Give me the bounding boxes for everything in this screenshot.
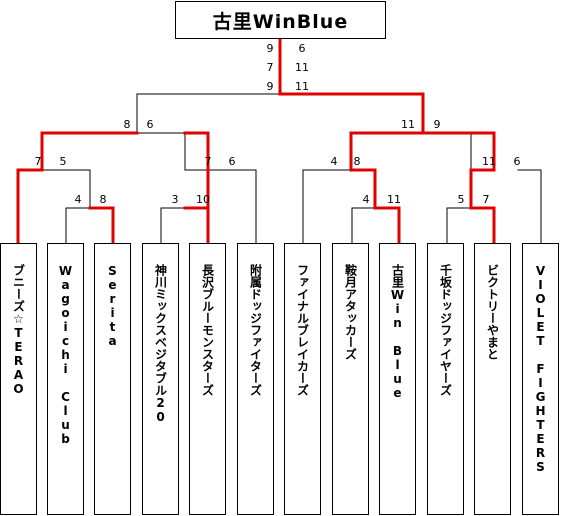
r1a-score-a: 4 bbox=[74, 193, 82, 206]
team-box-2: Wagoichi Club bbox=[47, 243, 84, 515]
team-name-8: 鞍月アタッカーズ bbox=[343, 264, 358, 360]
sf-left-score-a: 8 bbox=[123, 118, 131, 131]
r1c-score-b: 11 bbox=[387, 193, 401, 206]
team-name-10: 千坂ドッジファイヤーズ bbox=[438, 264, 453, 396]
final-score-right-2: 11 bbox=[295, 61, 309, 74]
team-box-4: 神川ミックスベジタブル20 bbox=[142, 243, 179, 515]
team-box-11: ビクトリーやまと bbox=[474, 243, 511, 515]
qf2-score-a: 7 bbox=[204, 155, 212, 168]
team-name-7: ファイナルブレイカーズ bbox=[295, 264, 310, 396]
team-name-5: 長沢ブルーモンスターズ bbox=[200, 264, 215, 396]
team-name-2: Wagoichi Club bbox=[58, 264, 73, 446]
team-box-6: 附属ドッジファイターズ bbox=[237, 243, 274, 515]
r1b-score-b: 10 bbox=[196, 193, 210, 206]
team-name-3: Serita bbox=[105, 264, 120, 348]
team-name-4: 神川ミックスベジタブル20 bbox=[153, 264, 168, 424]
team-name-1: ブニーズ☆TERAO bbox=[11, 264, 26, 396]
qf1-score-a: 7 bbox=[34, 155, 42, 168]
sf-right-score-b: 9 bbox=[433, 118, 441, 131]
team-box-12: VIOLET FIGHTERS bbox=[522, 243, 559, 515]
qf3-score-a: 4 bbox=[330, 155, 338, 168]
team-box-10: 千坂ドッジファイヤーズ bbox=[427, 243, 464, 515]
final-score-left-2: 7 bbox=[266, 61, 274, 74]
champion-name: 古里WinBlue bbox=[212, 10, 349, 33]
sf-left-score-b: 6 bbox=[146, 118, 154, 131]
r1a-score-b: 8 bbox=[99, 193, 107, 206]
r1b-score-a: 3 bbox=[171, 193, 179, 206]
team-name-11: ビクトリーやまと bbox=[485, 264, 500, 360]
final-score-left-3: 9 bbox=[266, 80, 274, 93]
team-name-12: VIOLET FIGHTERS bbox=[533, 264, 548, 474]
qf4-score-a: 11 bbox=[482, 155, 496, 168]
r1d-score-a: 5 bbox=[457, 193, 465, 206]
champion-box: 古里WinBlue bbox=[175, 1, 386, 39]
team-box-1: ブニーズ☆TERAO bbox=[0, 243, 37, 515]
sf-right-score-a: 11 bbox=[401, 118, 415, 131]
team-box-3: Serita bbox=[94, 243, 131, 515]
team-name-9: 古里Win Blue bbox=[390, 264, 405, 400]
team-box-5: 長沢ブルーモンスターズ bbox=[189, 243, 226, 515]
team-box-9: 古里Win Blue bbox=[379, 243, 416, 515]
qf4-score-b: 6 bbox=[513, 155, 521, 168]
final-score-right-1: 6 bbox=[298, 42, 306, 55]
team-name-6: 附属ドッジファイターズ bbox=[248, 264, 263, 396]
qf1-score-b: 5 bbox=[59, 155, 67, 168]
final-score-right-3: 11 bbox=[295, 80, 309, 93]
qf2-score-b: 6 bbox=[228, 155, 236, 168]
team-box-7: ファイナルブレイカーズ bbox=[284, 243, 321, 515]
final-score-left-1: 9 bbox=[266, 42, 274, 55]
team-box-8: 鞍月アタッカーズ bbox=[332, 243, 369, 515]
qf3-score-b: 8 bbox=[353, 155, 361, 168]
r1c-score-a: 4 bbox=[362, 193, 370, 206]
r1d-score-b: 7 bbox=[482, 193, 490, 206]
